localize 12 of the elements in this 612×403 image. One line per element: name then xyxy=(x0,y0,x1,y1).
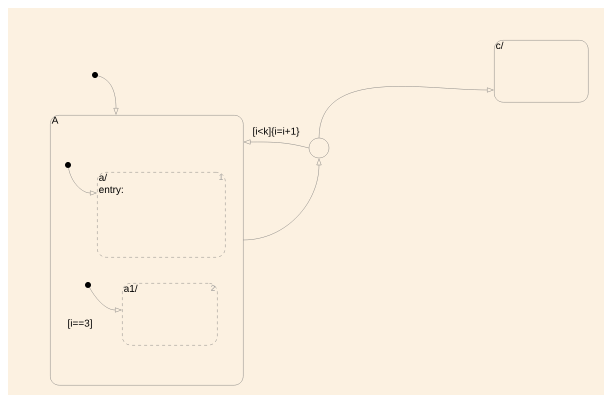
transition-arrow xyxy=(318,86,494,138)
substate-box: a1/ 2 xyxy=(122,283,218,346)
substate-box: a/ entry: 1 xyxy=(97,172,226,258)
transition-arrow xyxy=(89,288,122,312)
transition-arrow xyxy=(68,168,97,196)
transition-arrow xyxy=(243,158,322,240)
transition-label: [i<k]{i=i+1} xyxy=(252,126,300,138)
transition-arrow xyxy=(98,76,118,115)
transition-label: [i==3] xyxy=(66,318,94,330)
state-box: c/ xyxy=(494,40,588,102)
transition-arrow xyxy=(244,140,309,148)
junction-circle xyxy=(308,138,330,158)
